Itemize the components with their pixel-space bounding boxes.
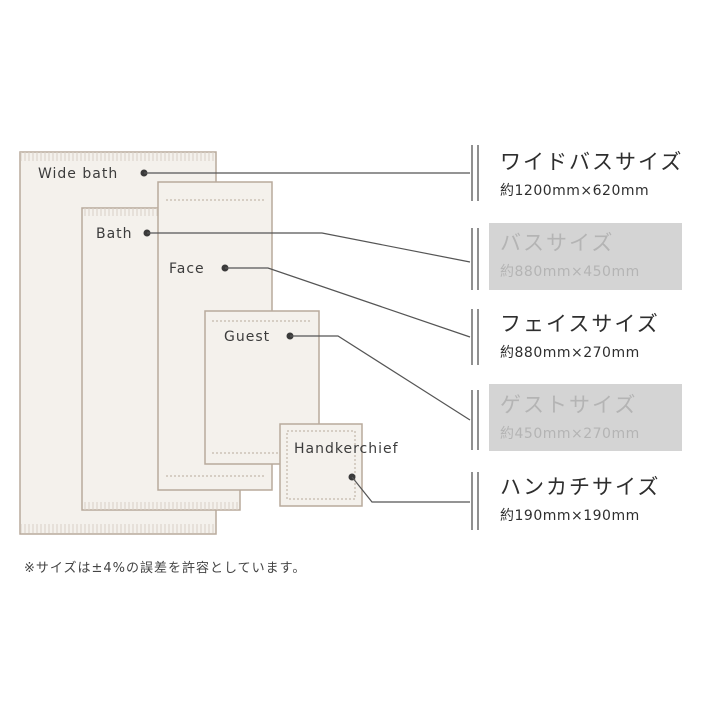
size-entry-wide-bath: ワイドバスサイズ 約1200mm×620mm [500, 150, 683, 199]
highlight-bath-size [489, 223, 682, 290]
size-name-handkerchief: ハンカチサイズ [500, 475, 660, 499]
size-bars [471, 145, 479, 530]
size-entry-face: フェイスサイズ 約880mm×270mm [500, 312, 660, 361]
towel-label-guest: Guest [224, 329, 270, 345]
towel-label-face: Face [169, 261, 205, 277]
towel-label-wide-bath: Wide bath [38, 166, 118, 182]
connector-lines [144, 172, 471, 503]
size-dims-handkerchief: 約190mm×190mm [500, 508, 640, 524]
size-dims-guest: 約450mm×270mm [500, 426, 640, 442]
connector-line-guest [290, 335, 471, 421]
size-name-bath: バスサイズ [500, 231, 614, 255]
size-entry-bath: バスサイズ 約880mm×450mm [500, 231, 640, 280]
size-name-wide-bath: ワイドバスサイズ [500, 150, 683, 174]
size-entry-handkerchief: ハンカチサイズ 約190mm×190mm [500, 475, 660, 524]
towel-handkerchief: Handkerchief [279, 423, 399, 507]
tolerance-note: ※サイズは±4%の誤差を許容としています。 [24, 561, 307, 576]
towel-label-handkerchief: Handkerchief [294, 441, 399, 457]
connector-line-handkerchief [351, 476, 470, 503]
connector-line-face [225, 267, 471, 338]
size-name-guest: ゲストサイズ [500, 393, 637, 417]
connector-line-bath [147, 232, 471, 263]
towel-label-bath: Bath [96, 226, 133, 242]
size-dims-wide-bath: 約1200mm×620mm [500, 183, 649, 199]
size-dims-face: 約880mm×270mm [500, 345, 640, 361]
size-entry-guest: ゲストサイズ 約450mm×270mm [500, 393, 640, 442]
highlight-guest-size [489, 384, 682, 451]
size-name-face: フェイスサイズ [500, 312, 660, 336]
size-dims-bath: 約880mm×450mm [500, 264, 640, 280]
